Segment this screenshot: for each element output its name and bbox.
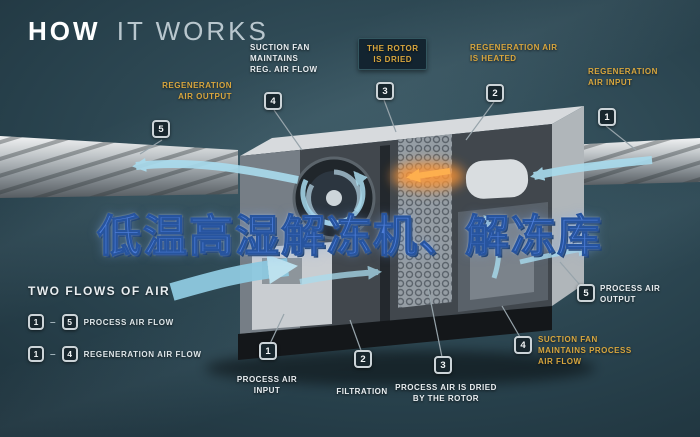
label-process-air-input: PROCESS AIR INPUT — [232, 374, 302, 396]
legend-title: TWO FLOWS OF AIR — [28, 284, 171, 298]
badge-regen-output-5: 5 — [152, 120, 170, 138]
badge-suction-fan-reg-4: 4 — [264, 92, 282, 110]
label-line: MAINTAINS PROCESS — [538, 346, 632, 356]
label-regeneration-air-output: REGENERATION AIR OUTPUT — [128, 80, 232, 102]
badge-filtration-2: 2 — [354, 350, 372, 368]
label-line: AIR OUTPUT — [178, 92, 232, 102]
label-suction-fan-process: SUCTION FAN MAINTAINS PROCESS AIR FLOW — [538, 334, 642, 368]
label-line: REG. AIR FLOW — [250, 65, 318, 75]
fan-swirl-arrow — [300, 170, 368, 226]
legend-badge-to: 5 — [61, 314, 78, 330]
process-output-arrow — [519, 242, 592, 265]
legend-dash: – — [50, 348, 56, 360]
label-rotor-is-dried: THE ROTOR IS DRIED — [358, 38, 428, 71]
process-input-arrow — [169, 254, 298, 301]
badge-suction-fan-process-4: 4 — [514, 336, 532, 354]
label-line: OUTPUT — [600, 295, 636, 305]
machine-floor-shadow — [205, 350, 595, 386]
label-line: IS HEATED — [470, 54, 517, 64]
label-line: REGENERATION AIR — [470, 43, 558, 52]
label-line: PROCESS AIR — [236, 375, 298, 384]
legend-row-regeneration-air: 1 – 4 REGENERATION AIR FLOW — [28, 346, 202, 362]
regen-input-arrow — [530, 156, 653, 181]
legend-label-regeneration-air-flow: REGENERATION AIR FLOW — [83, 349, 202, 359]
badge-regen-input-1: 1 — [598, 108, 616, 126]
label-line: AIR INPUT — [588, 78, 633, 88]
label-line: REGENERATION — [162, 81, 232, 90]
legend-row-process-air: 1 – 5 PROCESS AIR FLOW — [28, 314, 202, 330]
label-process-air-dried: PROCESS AIR IS DRIED BY THE ROTOR — [386, 382, 506, 404]
process-rise-arrow — [483, 214, 502, 279]
label-line: PROCESS AIR — [600, 284, 661, 293]
label-line: IS DRIED — [373, 55, 413, 65]
regen-inlet-cylinder — [465, 159, 529, 199]
label-regeneration-air-heated: REGENERATION AIR IS HEATED — [470, 42, 570, 64]
machine-base — [238, 306, 552, 360]
process-through-arrow — [299, 265, 382, 285]
label-line: REGENERATION — [588, 67, 658, 76]
legend-badge-to: 4 — [61, 346, 78, 362]
badge-process-dried-3: 3 — [434, 356, 452, 374]
page-title: HOW IT WORKS — [28, 16, 269, 47]
label-filtration: FILTRATION — [322, 386, 402, 397]
label-regeneration-air-input: REGENERATION AIR INPUT — [588, 66, 680, 88]
label-line: SUCTION FAN — [250, 43, 310, 52]
airflow-arrows — [132, 156, 653, 301]
legend-badge-from: 1 — [28, 314, 44, 330]
badge-rotor-dried-3: 3 — [376, 82, 394, 100]
legend-label-process-air-flow: PROCESS AIR FLOW — [83, 317, 174, 327]
heated-air-arrow — [406, 168, 451, 183]
label-line: BY THE ROTOR — [412, 394, 480, 404]
title-how: HOW — [28, 16, 101, 46]
badge-regen-heated-2: 2 — [486, 84, 504, 102]
label-line: MAINTAINS — [250, 54, 299, 64]
title-it-works: IT WORKS — [116, 16, 269, 46]
label-process-air-output: PROCESS AIR OUTPUT — [600, 283, 680, 305]
badge-process-output-5: 5 — [577, 284, 595, 302]
label-suction-fan-reg: SUCTION FAN MAINTAINS REG. AIR FLOW — [250, 42, 340, 76]
label-line: FILTRATION — [336, 387, 388, 396]
label-line: SUCTION FAN — [538, 335, 598, 344]
regen-output-arrow — [132, 157, 299, 184]
label-line: AIR FLOW — [538, 357, 582, 367]
watermark-text: 低温高湿解冻机、解冻库 — [97, 212, 603, 262]
legend: TWO FLOWS OF AIR 1 – 5 PROCESS AIR FLOW … — [28, 284, 202, 362]
label-line: INPUT — [253, 386, 281, 396]
badge-process-input-1: 1 — [259, 342, 277, 360]
label-line: THE ROTOR — [367, 44, 419, 53]
label-line: PROCESS AIR IS DRIED — [395, 383, 497, 392]
legend-dash: – — [50, 316, 56, 328]
legend-badge-from: 1 — [28, 346, 44, 362]
left-duct — [0, 136, 238, 198]
